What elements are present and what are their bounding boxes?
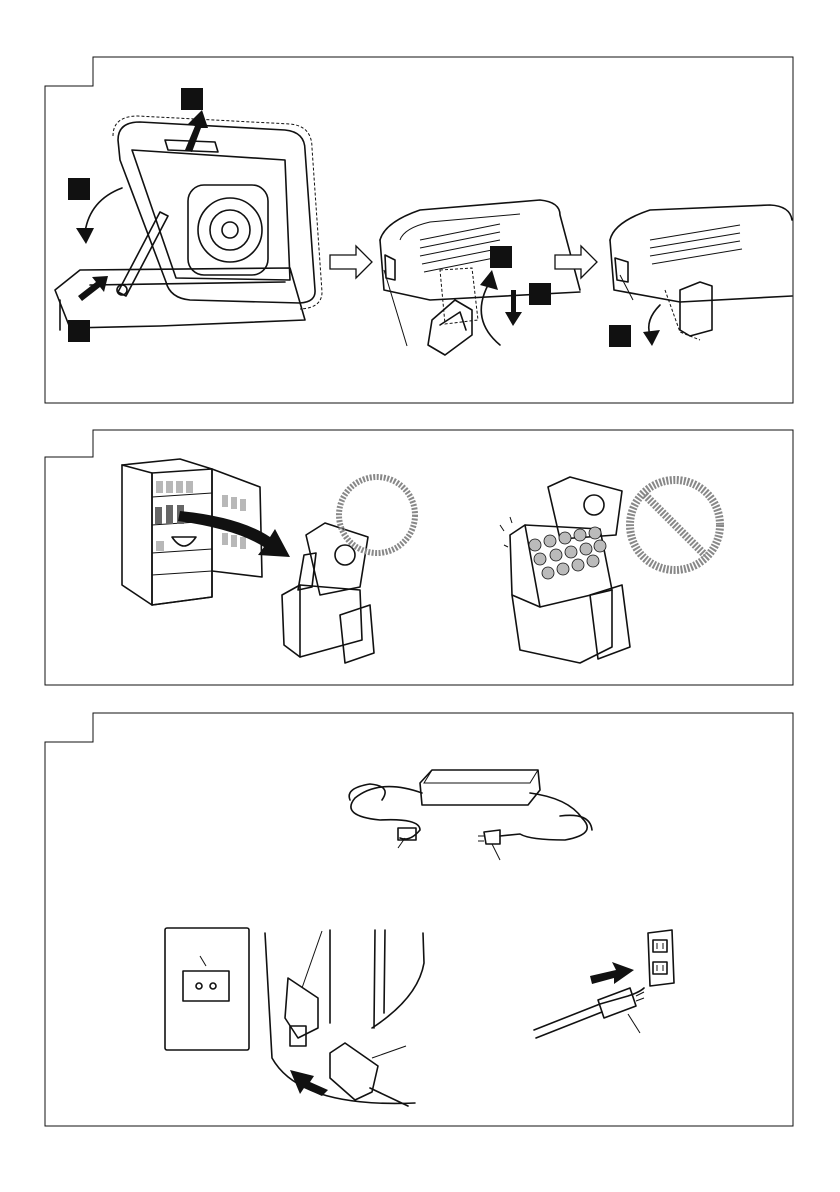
panel-2-prechill-contents — [0, 425, 840, 695]
rotate-arrow-icon — [481, 285, 500, 345]
step-badge-3 — [68, 320, 90, 342]
up-arrow-icon — [185, 110, 208, 152]
right-hollow-arrow-icon — [330, 246, 372, 278]
curved-arrow-icon — [85, 188, 122, 232]
latch-illustration — [380, 200, 580, 355]
cooler-side-illustration — [265, 930, 424, 1106]
panel-2-frame — [45, 430, 793, 685]
cooler-ok-illustration — [282, 523, 374, 663]
strap-illustration — [610, 205, 792, 340]
panel-1-lid-removal — [0, 0, 840, 410]
ok-circle-icon — [339, 477, 415, 553]
step-badge-1 — [181, 88, 203, 110]
insert-arrow-icon — [290, 1070, 328, 1096]
diagonal-arrow-icon — [78, 276, 108, 301]
panel-3-power-connection — [0, 708, 840, 1136]
prohibition-icon — [630, 480, 720, 570]
step-badge-2 — [68, 178, 90, 200]
dc-socket-inset — [165, 928, 249, 1050]
cooler-overfilled-illustration — [500, 477, 630, 663]
plug-in-arrow-icon — [590, 962, 634, 984]
ac-plug — [484, 830, 500, 844]
step-badge-4 — [490, 246, 512, 268]
power-outlet-icon — [534, 930, 674, 1038]
ac-adapter-icon — [349, 770, 592, 860]
step-badge-6 — [609, 325, 631, 347]
panel-1-frame — [45, 57, 793, 403]
panel-3-frame — [45, 713, 793, 1126]
step-badge-5 — [529, 283, 551, 305]
